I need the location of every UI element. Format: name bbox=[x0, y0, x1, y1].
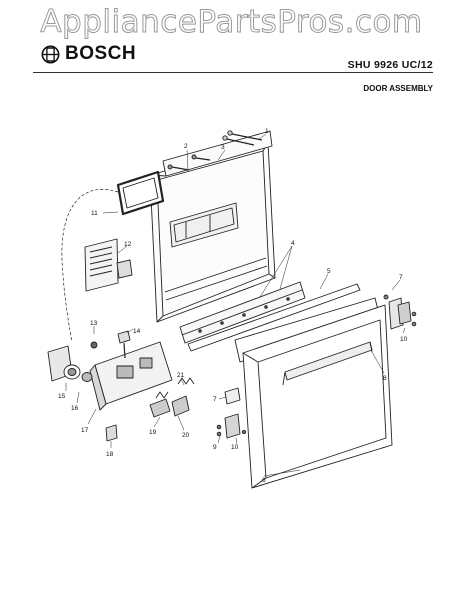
callout-6: 6 bbox=[262, 477, 266, 484]
rinse-aid-insert bbox=[84, 238, 133, 292]
watermark: AppliancePartsPros.com bbox=[40, 4, 423, 41]
callout-20: 20 bbox=[182, 432, 190, 439]
callout-16: 16 bbox=[71, 405, 79, 412]
right-hinge-bracket bbox=[383, 294, 417, 330]
brand-name: BOSCH bbox=[65, 43, 137, 64]
callout-21: 21 bbox=[177, 372, 185, 379]
outer-door-panel bbox=[242, 304, 393, 489]
callout-17: 17 bbox=[81, 427, 89, 434]
callout-10-centre: 10 bbox=[231, 444, 239, 451]
knob-and-pin bbox=[90, 330, 131, 359]
spacer-block bbox=[105, 424, 118, 442]
door-latch-assembly bbox=[89, 341, 195, 418]
callout-13: 13 bbox=[90, 320, 98, 327]
latch-striker bbox=[216, 387, 247, 439]
callout-18: 18 bbox=[106, 451, 114, 458]
callout-14: 14 bbox=[133, 328, 141, 335]
section-title: DOOR ASSEMBLY bbox=[363, 84, 433, 93]
callout-7-centre: 7 bbox=[213, 396, 217, 403]
callout-1: 1 bbox=[265, 128, 269, 135]
callout-2: 2 bbox=[184, 143, 188, 150]
callout-9: 9 bbox=[213, 444, 217, 451]
callout-7: 7 bbox=[399, 274, 403, 281]
callout-8: 8 bbox=[383, 375, 387, 382]
callout-3: 3 bbox=[221, 144, 225, 151]
callout-leaders bbox=[65, 133, 406, 477]
dispenser-gasket bbox=[116, 170, 165, 216]
callout-10-right: 10 bbox=[400, 336, 408, 343]
header-rule bbox=[33, 72, 433, 73]
model-number: SHU 9926 UC/12 bbox=[347, 59, 433, 71]
callout-11: 11 bbox=[91, 210, 98, 217]
brand: BOSCH bbox=[41, 43, 136, 65]
callout-labels: 1 2 3 4 5 7 10 8 6 11 12 13 14 15 16 17 … bbox=[58, 128, 408, 484]
bosch-armature-logo-icon bbox=[41, 45, 60, 63]
callout-15: 15 bbox=[58, 393, 66, 400]
callout-4: 4 bbox=[291, 240, 295, 247]
dispenser-cover bbox=[47, 345, 93, 382]
callout-19: 19 bbox=[149, 429, 157, 436]
door-bolts bbox=[222, 130, 263, 146]
callout-5: 5 bbox=[327, 268, 331, 275]
door-trim-strip bbox=[187, 283, 361, 352]
callout-12: 12 bbox=[124, 241, 132, 248]
small-screws bbox=[167, 154, 211, 171]
